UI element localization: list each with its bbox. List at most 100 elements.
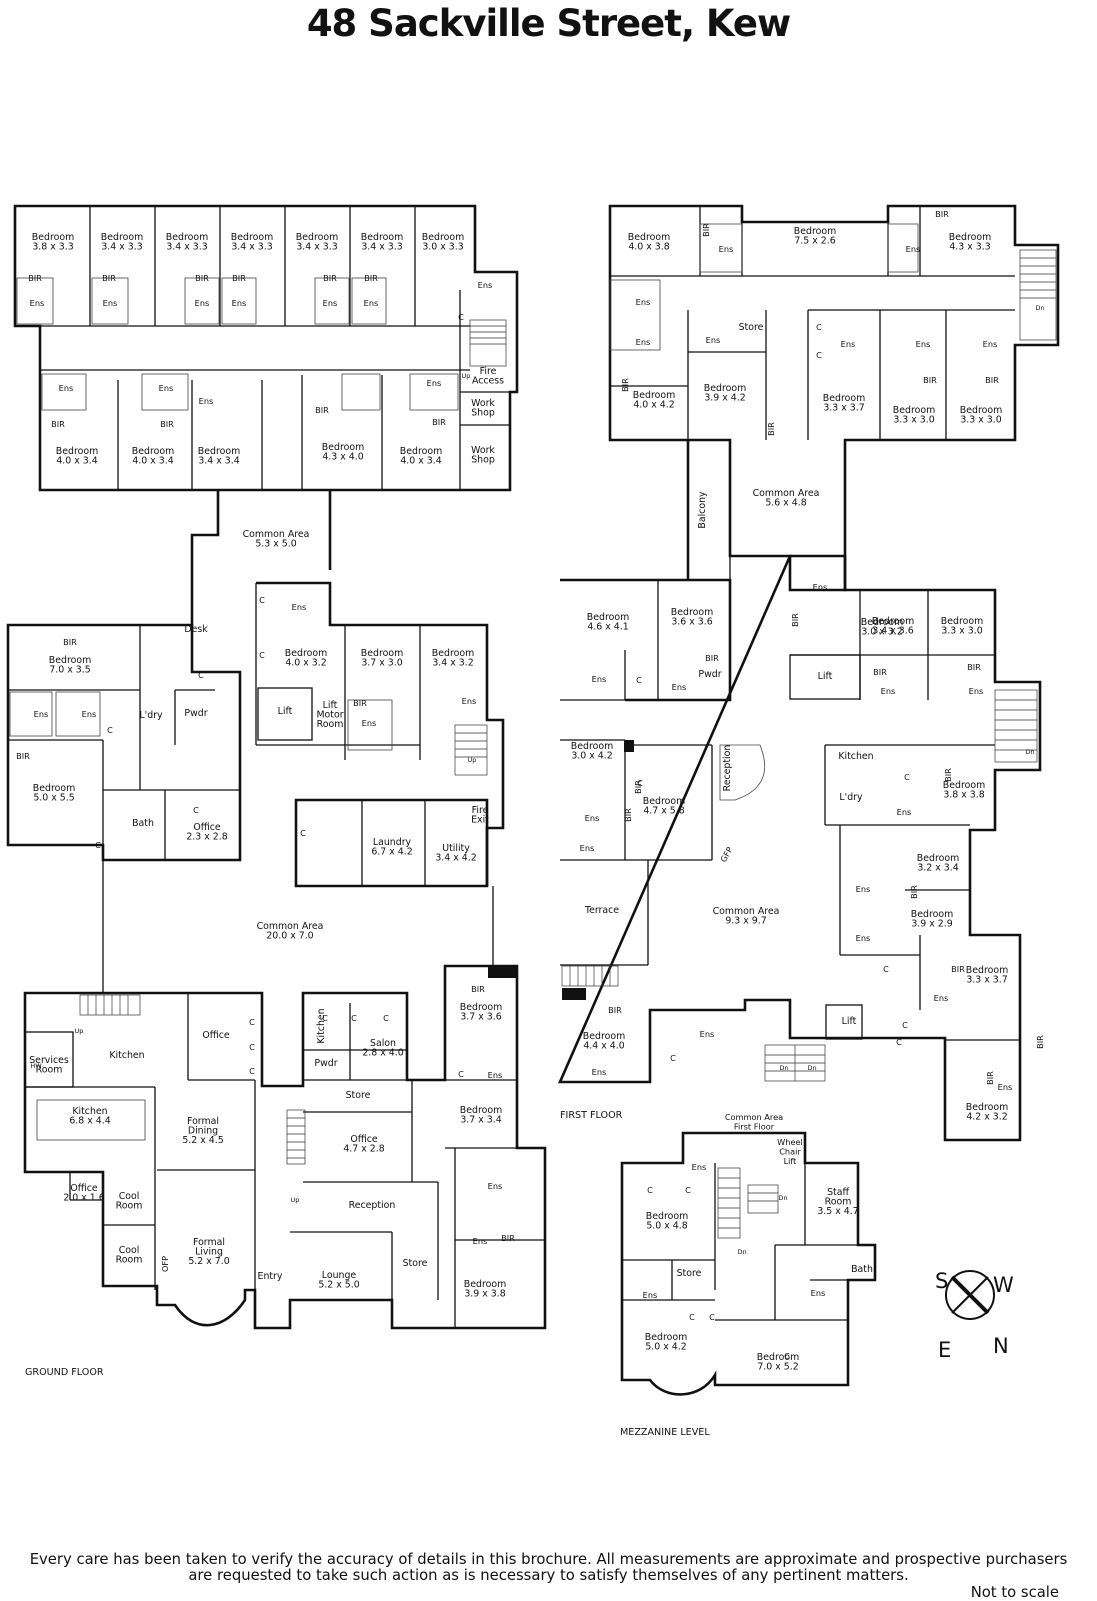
room-0-44: Store — [346, 1090, 371, 1101]
label-c: C — [784, 1351, 790, 1361]
label-ens: Ens — [362, 718, 377, 728]
label-c: C — [816, 322, 822, 332]
room-label: Bedroom — [361, 648, 403, 659]
room-label: Kitchen — [838, 751, 873, 762]
floor-name-first: FIRST FLOOR — [560, 1110, 623, 1121]
room-1-10: Balcony — [697, 491, 708, 529]
label-c: C — [904, 772, 910, 782]
room-label: Bedroom — [583, 1031, 625, 1042]
room-label: Bedroom — [646, 1211, 688, 1222]
label-ens: Ens — [103, 298, 118, 308]
room-label: Bedroom — [794, 226, 836, 237]
room-label: Staff — [827, 1187, 849, 1198]
label-c: C — [883, 964, 889, 974]
label-ens: Ens — [199, 396, 214, 406]
label-ens: Ens — [700, 1029, 715, 1039]
label-c: C — [896, 1037, 902, 1047]
room-label: Kitchen — [316, 1008, 327, 1043]
room-dims: 3.2 x 3.4 — [917, 863, 958, 874]
label-dn: Dn — [778, 1194, 787, 1202]
room-label: Bedroom — [571, 741, 613, 752]
room-label: Pwdr — [698, 669, 721, 680]
label-ofp: OFP — [160, 1256, 170, 1272]
room-label: Bedroom — [422, 232, 464, 243]
room-label: Bedroom — [911, 909, 953, 920]
label-ens: Ens — [195, 298, 210, 308]
room-label: Bedroom — [56, 446, 98, 457]
label-ens: Ens — [30, 298, 45, 308]
room-dims: 3.4 x 3.3 — [231, 242, 272, 253]
room-label: Room — [116, 1255, 143, 1266]
room-label: Bath — [851, 1264, 873, 1275]
label-ens: Ens — [636, 297, 651, 307]
label-ens: Ens — [706, 335, 721, 345]
room-dims: 4.7 x 5.8 — [643, 806, 684, 817]
room-label: Bedroom — [198, 446, 240, 457]
room-label: Living — [195, 1247, 223, 1258]
label-ens: Ens — [592, 1067, 607, 1077]
label-bir: BIR — [701, 223, 711, 237]
room-label: Formal — [187, 1116, 219, 1127]
room-label: Motor — [316, 710, 343, 721]
label-ens: Ens — [969, 686, 984, 696]
label-up: Up — [291, 1196, 300, 1204]
compass-label-w: W — [993, 1273, 1014, 1297]
label-c: C — [458, 312, 464, 322]
label-c: C — [249, 1042, 255, 1052]
ground-floor-plan — [6, 204, 547, 1330]
compass-label-s: S — [935, 1269, 948, 1293]
room-dims: 5.2 x 7.0 — [188, 1256, 229, 1267]
room-label: Bedroom — [960, 405, 1002, 416]
room-dims: 5.2 x 4.5 — [182, 1135, 223, 1146]
room-label: Work — [471, 398, 495, 409]
label-c: C — [647, 1185, 653, 1195]
label-ens: Ens — [934, 993, 949, 1003]
label-c: C — [670, 1053, 676, 1063]
room-label: Chair — [779, 1147, 801, 1157]
room-label: Bedroom — [757, 1352, 799, 1363]
compass: S W E N — [935, 1269, 1014, 1362]
room-dims: 3.7 x 3.4 — [460, 1115, 501, 1126]
room-dims: 3.8 x 3.3 — [32, 242, 73, 253]
disclaimer-line-1: Every care has been taken to verify the … — [29, 1551, 1068, 1568]
label-bir: BIR — [985, 375, 999, 385]
label-c: C — [709, 1312, 715, 1322]
room-label: Bedroom — [432, 648, 474, 659]
room-1-30: Lift — [842, 1016, 857, 1027]
room-label: Cool — [119, 1245, 140, 1256]
room-label: Common Area — [257, 921, 324, 932]
room-label: Bedroom — [32, 232, 74, 243]
room-dims: 3.7 x 3.6 — [460, 1012, 501, 1023]
label-dn: Dn — [737, 1248, 746, 1256]
room-dims: 3.0 x 3.3 — [422, 242, 463, 253]
room-label: Lift — [323, 700, 338, 711]
label-bir: BIR — [620, 378, 630, 392]
label-ens: Ens — [462, 696, 477, 706]
room-dims: 4.0 x 3.2 — [285, 658, 326, 669]
label-bir: BIR — [51, 419, 65, 429]
room-label: Room — [116, 1201, 143, 1212]
room-dims: 7.0 x 5.2 — [757, 1362, 798, 1373]
room-0-33: Kitchen — [109, 1050, 144, 1061]
room-dims: 3.3 x 3.0 — [893, 415, 934, 426]
room-label: Desk — [184, 624, 208, 635]
room-dims: 4.0 x 3.4 — [132, 456, 173, 467]
room-label: Common Area — [725, 1112, 783, 1122]
room-dims: 3.4 x 3.2 — [432, 658, 473, 669]
